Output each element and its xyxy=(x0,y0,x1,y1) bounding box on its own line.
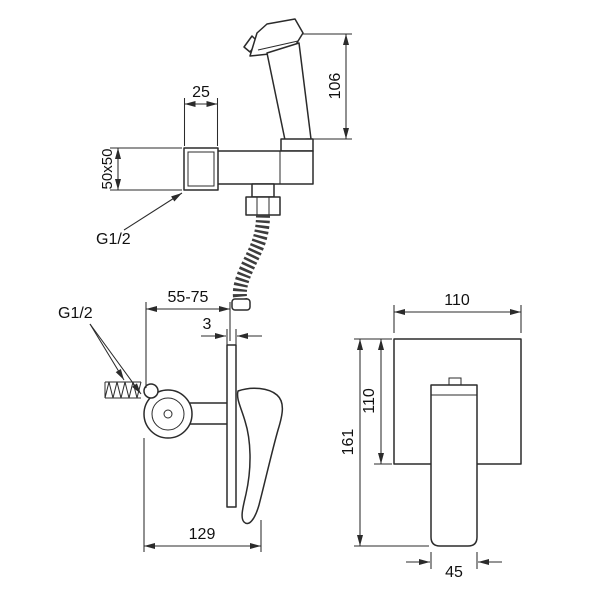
dimension-label: 110 xyxy=(361,388,378,414)
dimension-106: 106 xyxy=(302,33,352,140)
hose-end-fitting xyxy=(231,298,251,311)
dimension-3: 3 xyxy=(201,316,262,345)
lever-handle-front xyxy=(430,384,478,547)
trim-plate-side xyxy=(226,344,237,508)
dimension-label: 106 xyxy=(327,73,344,100)
dimension-161: 161 xyxy=(340,339,429,547)
hose-nut xyxy=(245,196,281,216)
dimension-129: 129 xyxy=(143,438,262,552)
holder-cup xyxy=(280,138,314,152)
valve-body-mid xyxy=(151,397,185,431)
flexible-hose xyxy=(232,214,270,305)
dimension-label: 161 xyxy=(340,429,357,456)
valve-body-outer xyxy=(143,389,193,439)
thread-label: G1/2 xyxy=(58,305,93,322)
thread-callout-top: G1/2 xyxy=(96,192,183,248)
inlet-union xyxy=(143,383,159,399)
dimension-label: 110 xyxy=(444,292,470,309)
dimension-25: 25 xyxy=(183,84,219,146)
sprayer-head-joint-line xyxy=(257,40,299,51)
dimension-110-width: 110 xyxy=(393,292,522,333)
holder-arm xyxy=(215,150,314,185)
view-mixer-side: 55-75 3 G1/2 129 xyxy=(58,289,284,552)
leader-line xyxy=(89,323,142,395)
thread-label: G1/2 xyxy=(96,231,131,248)
dimension-label: 45 xyxy=(445,564,463,581)
view-sprayer-holder: 25 106 50x50 G1/2 xyxy=(96,18,352,311)
leader-line xyxy=(123,192,183,231)
valve-body-center xyxy=(163,409,173,419)
hose-nipple xyxy=(251,183,275,198)
thread-callout-side: G1/2 xyxy=(58,305,142,395)
threaded-inlet xyxy=(104,381,142,399)
dimension-55-75: 55-75 xyxy=(145,289,231,388)
wall-plate-outer xyxy=(183,147,219,191)
dimension-110-height: 110 xyxy=(354,338,392,465)
dimension-label: 129 xyxy=(189,526,216,543)
thread-zigzag xyxy=(104,381,142,399)
dimension-50x50: 50x50 xyxy=(99,147,182,191)
dimension-label: 50x50 xyxy=(99,149,116,190)
view-mixer-front: 110 110 161 45 xyxy=(340,292,522,581)
dimension-label: 25 xyxy=(192,84,210,101)
wall-plate-inner xyxy=(187,151,215,187)
leader-line xyxy=(89,323,125,381)
dimension-label: 3 xyxy=(203,316,212,333)
lever-handle-side xyxy=(236,387,284,525)
sprayer-handle-icon xyxy=(266,42,312,141)
dimension-45: 45 xyxy=(406,552,502,581)
dimension-label: 55-75 xyxy=(168,289,209,306)
